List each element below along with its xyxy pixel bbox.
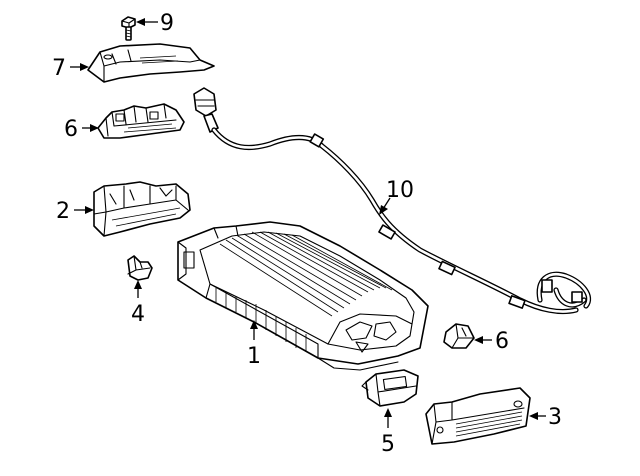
bolt-part <box>121 16 136 41</box>
callout-2: 2 <box>56 199 94 224</box>
callout-label-1: 1 <box>247 344 261 369</box>
wiring-harness-part <box>193 87 592 315</box>
cover-plate-part <box>87 43 215 83</box>
callout-10: 10 <box>379 178 414 215</box>
control-module-part <box>425 387 531 445</box>
callout-label-9: 9 <box>160 11 174 36</box>
callout-label-8: 7 <box>52 56 66 81</box>
callout-label-4: 4 <box>131 302 145 327</box>
callout-5: 5 <box>381 408 395 457</box>
connector-clip-part <box>443 323 475 349</box>
sensor-module-part <box>361 369 419 407</box>
upper-bracket-part <box>97 103 185 139</box>
callout-6: 3 6 <box>474 336 492 344</box>
callout-8: 7 <box>52 56 89 81</box>
small-clip-part <box>127 255 153 281</box>
front-bracket-part <box>93 181 191 237</box>
callout-label-10: 10 <box>386 178 414 203</box>
callout-3: 3 <box>529 405 562 430</box>
callout-4: 4 <box>131 280 145 327</box>
callout-label-7: 6 <box>64 117 78 142</box>
callout-label-3: 3 <box>548 405 562 430</box>
callout-9: 9 <box>136 11 174 36</box>
callout-7: 6 <box>64 117 99 142</box>
callout-label-2: 2 <box>56 199 70 224</box>
callout-6-number: 6 <box>495 329 509 354</box>
battery-assembly-part <box>177 221 429 371</box>
callout-label-5: 5 <box>381 432 395 457</box>
callout-1: 1 <box>247 320 261 369</box>
